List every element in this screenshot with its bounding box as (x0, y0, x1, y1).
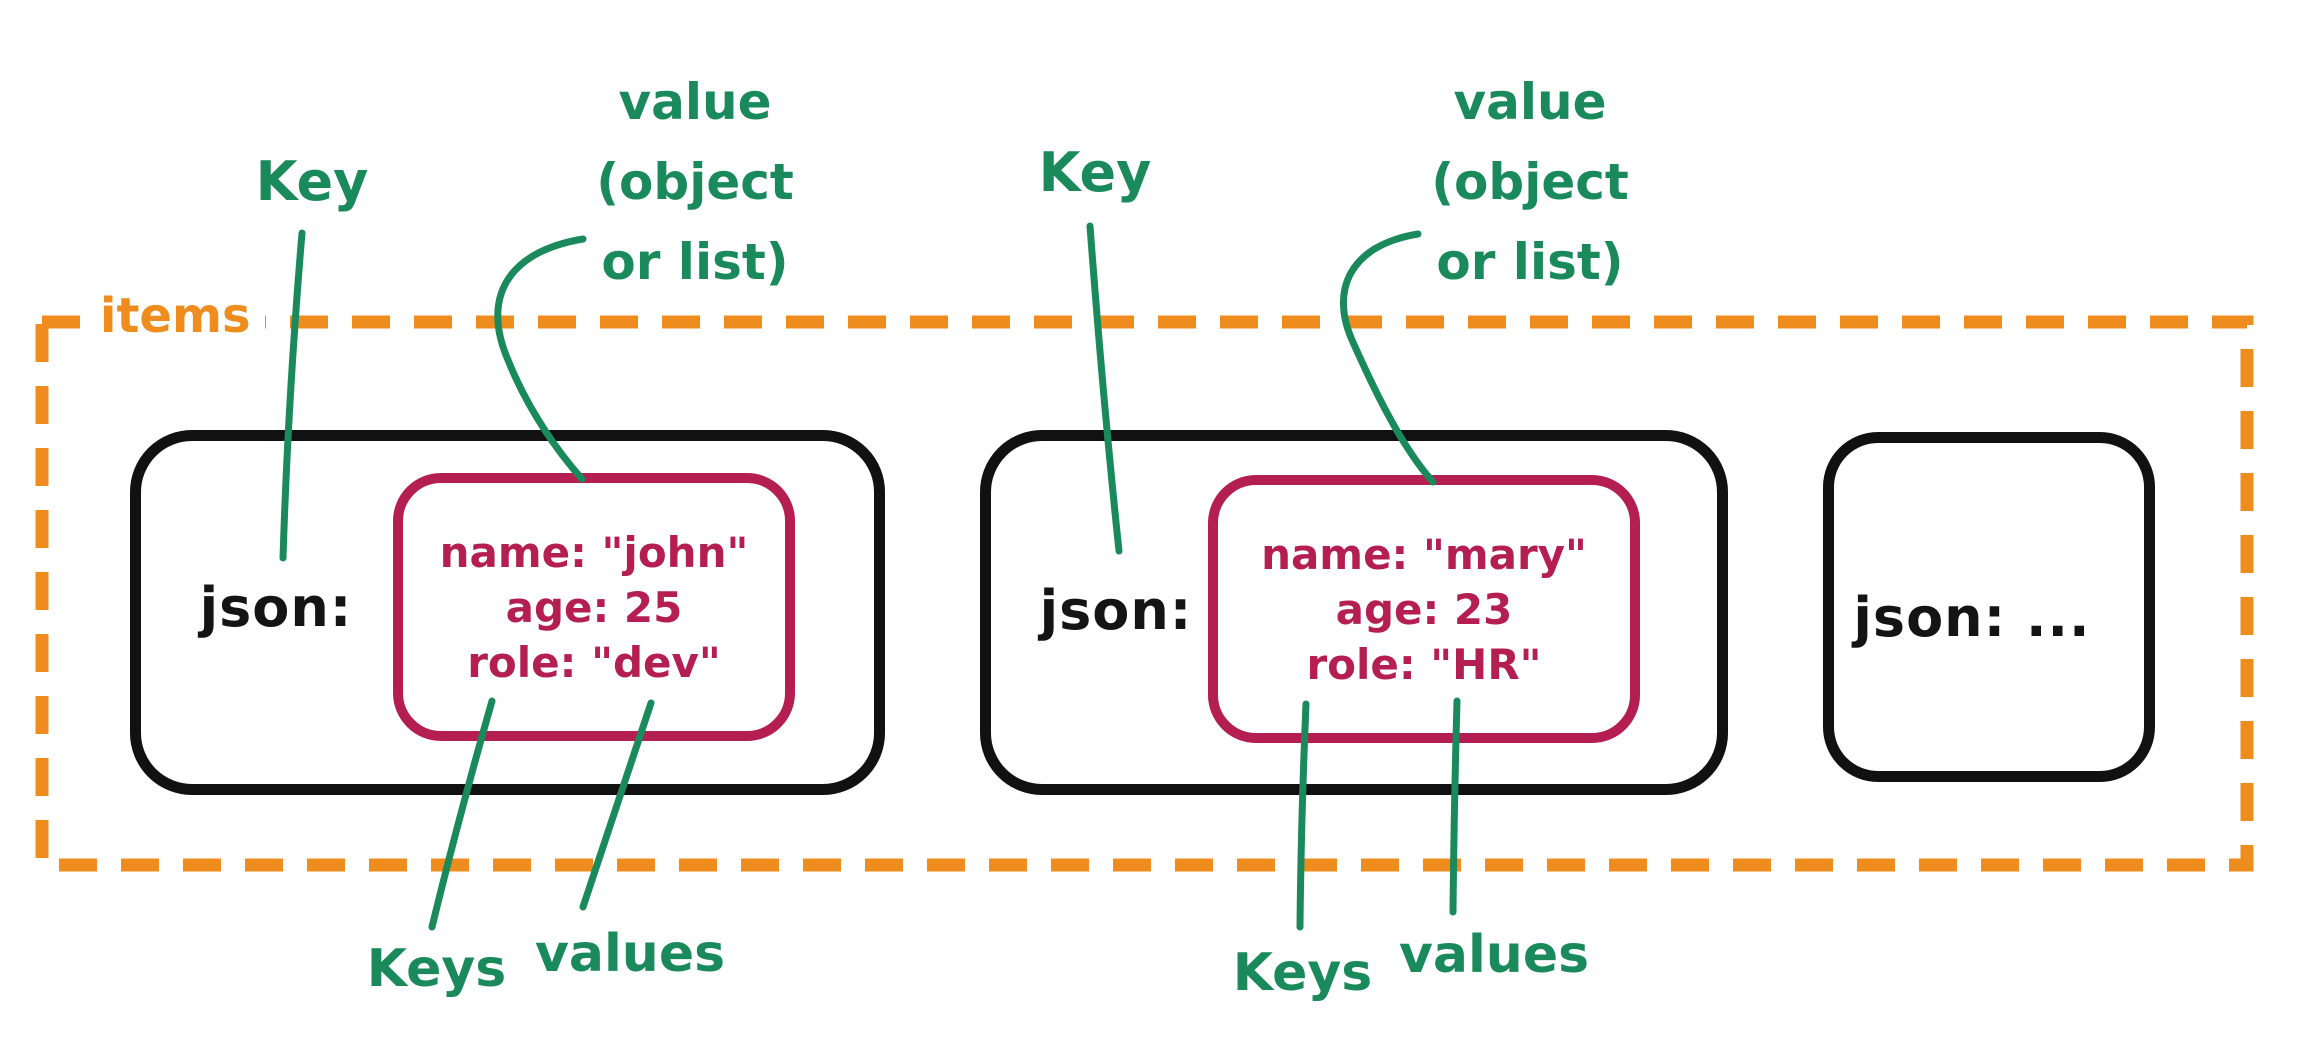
json-key-label-1: json: (199, 576, 353, 639)
value-label-1: value (object or list) (585, 62, 805, 302)
object-2-field-name: name: "mary" (1261, 529, 1587, 579)
object-2-field-age: age: 23 (1335, 584, 1513, 634)
object-1-field-name: name: "john" (439, 527, 749, 577)
json-key-label-3: json: ... (1853, 586, 2091, 649)
value-label-1-line-2: (object (596, 153, 794, 211)
json-key-label-2: json: (1039, 579, 1193, 642)
key-label-2: Key (1038, 141, 1152, 204)
value-label-1-line-1: value (618, 73, 772, 131)
value-label-2-line-3: or list) (1436, 233, 1624, 291)
value-label-1-line-3: or list) (601, 233, 789, 291)
value-label-2: value (object or list) (1420, 62, 1640, 302)
keys-label-1: Keys (366, 939, 507, 999)
object-1-field-role: role: "dev" (467, 637, 721, 687)
object-2-field-role: role: "HR" (1306, 639, 1542, 689)
values-label-1: values (535, 924, 726, 984)
key-label-1: Key (255, 150, 369, 213)
object-box-2: name: "mary" age: 23 role: "HR" (1208, 475, 1640, 743)
object-box-1: name: "john" age: 25 role: "dev" (393, 473, 795, 741)
values-label-2: values (1399, 925, 1590, 985)
keys-label-2: Keys (1232, 943, 1373, 1003)
value-label-2-line-1: value (1453, 73, 1607, 131)
object-1-field-age: age: 25 (505, 582, 683, 632)
value-label-2-line-2: (object (1431, 153, 1629, 211)
items-label: items (86, 288, 265, 344)
